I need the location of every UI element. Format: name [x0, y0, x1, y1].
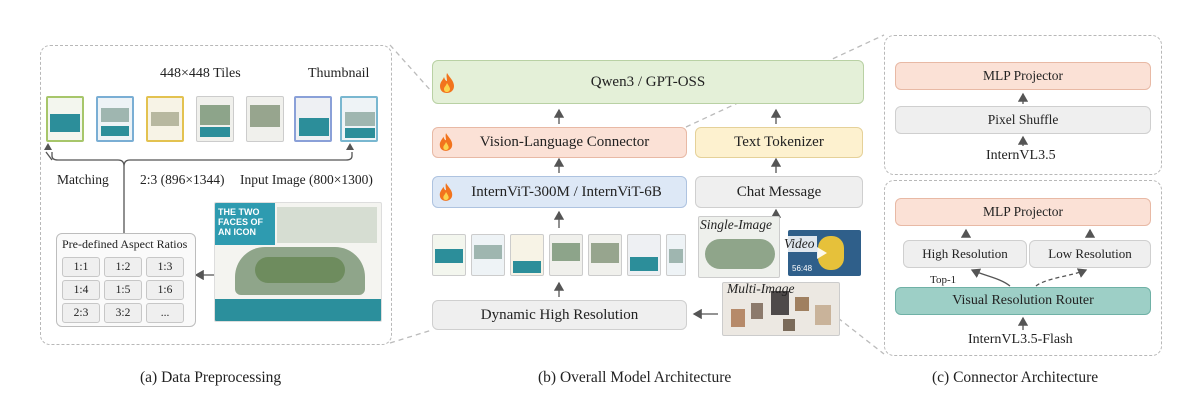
- zoom-line-a-bottom: [389, 329, 433, 344]
- pixel-shuffle-label: Pixel Shuffle: [987, 112, 1059, 127]
- tile-2: [96, 96, 134, 142]
- tiles-label: 448×448 Tiles: [160, 66, 241, 81]
- aspect-box-title: Pre-defined Aspect Ratios: [62, 237, 188, 251]
- ratio-label: 2:3 (896×1344): [140, 172, 225, 187]
- top-model-label: InternVL3.5: [986, 148, 1056, 163]
- poster-title-2: FACES OF: [218, 217, 264, 227]
- ratio-2-3: 2:3: [62, 303, 100, 323]
- chat-label: Chat Message: [736, 183, 822, 200]
- bottom-projector-box: MLP Projector: [895, 198, 1151, 226]
- tokenizer-box: Text Tokenizer: [695, 127, 863, 158]
- matching-label: Matching: [57, 172, 109, 187]
- low-resolution-label: Low Resolution: [1048, 246, 1132, 261]
- single-image-thumb: [698, 216, 780, 278]
- multi-image-thumb: [722, 282, 840, 336]
- panel-c-top-frame: [884, 35, 1162, 175]
- llm-box: Qwen3 / GPT-OSS: [432, 60, 864, 104]
- video-label: Video: [782, 236, 817, 252]
- chat-box: Chat Message: [695, 176, 863, 208]
- dynamic-resolution-box: Dynamic High Resolution: [432, 300, 687, 330]
- ratio-3-2: 3:2: [104, 303, 142, 323]
- llm-label: Qwen3 / GPT-OSS: [590, 73, 706, 90]
- router-label: Visual Resolution Router: [952, 293, 1094, 308]
- ratio-1-4: 1:4: [62, 280, 100, 300]
- router-box: Visual Resolution Router: [895, 287, 1151, 315]
- single-image-label: Single-Image: [700, 217, 772, 232]
- multi-image-label: Multi-Image: [727, 281, 795, 296]
- tile-6: [294, 96, 332, 142]
- top1-label: Top-1: [930, 274, 957, 286]
- top-projector-label: MLP Projector: [982, 68, 1064, 83]
- vit-label: InternViT-300M / InternViT-6B: [471, 183, 662, 200]
- fire-icon: [439, 133, 453, 151]
- tile-5: [246, 96, 284, 142]
- zoom-line-c-bottom: [837, 317, 885, 355]
- connector-box: Vision-Language Connector: [432, 127, 687, 158]
- video-time: 56:48: [792, 264, 813, 273]
- tile-thumbnail: [340, 96, 378, 142]
- connector-label: Vision-Language Connector: [479, 134, 650, 150]
- input-image: THE TWO FACES OF AN ICON: [214, 202, 382, 322]
- tile-3: [146, 96, 184, 142]
- vit-box: InternViT-300M / InternViT-6B: [432, 176, 687, 208]
- thumbnail-label: Thumbnail: [308, 66, 370, 81]
- panel-a-frame: [40, 45, 392, 345]
- dynamic-resolution-label: Dynamic High Resolution: [480, 306, 639, 323]
- bottom-projector-label: MLP Projector: [982, 204, 1064, 219]
- ratio-1-5: 1:5: [104, 280, 142, 300]
- bottom-model-label: InternVL3.5-Flash: [968, 332, 1073, 347]
- zoom-line-a-top: [389, 44, 433, 93]
- panel-c-bottom-frame: [884, 180, 1162, 356]
- caption-b: (b) Overall Model Architecture: [538, 369, 732, 386]
- ratio-1-1: 1:1: [62, 257, 100, 277]
- poster-title-3: AN ICON: [218, 227, 256, 237]
- top-projector-box: MLP Projector: [895, 62, 1151, 90]
- fire-icon: [439, 183, 453, 201]
- high-resolution-box: High Resolution: [903, 240, 1027, 268]
- high-resolution-label: High Resolution: [922, 246, 1008, 261]
- tile-4: [196, 96, 234, 142]
- fire-icon: [440, 73, 454, 93]
- tokenizer-label: Text Tokenizer: [734, 134, 824, 150]
- caption-c: (c) Connector Architecture: [932, 369, 1099, 386]
- input-image-label: Input Image (800×1300): [240, 172, 373, 187]
- ratio-1-3: 1:3: [146, 257, 184, 277]
- tiles-brace: [51, 152, 353, 167]
- tile-1: [46, 96, 84, 142]
- pixel-shuffle-box: Pixel Shuffle: [895, 106, 1151, 134]
- ratio-more: ...: [146, 303, 184, 323]
- caption-a: (a) Data Preprocessing: [140, 369, 282, 386]
- poster-title-1: THE TWO: [218, 207, 260, 217]
- low-resolution-box: Low Resolution: [1029, 240, 1151, 268]
- play-icon: [817, 247, 827, 259]
- ratio-1-6: 1:6: [146, 280, 184, 300]
- ratio-1-2: 1:2: [104, 257, 142, 277]
